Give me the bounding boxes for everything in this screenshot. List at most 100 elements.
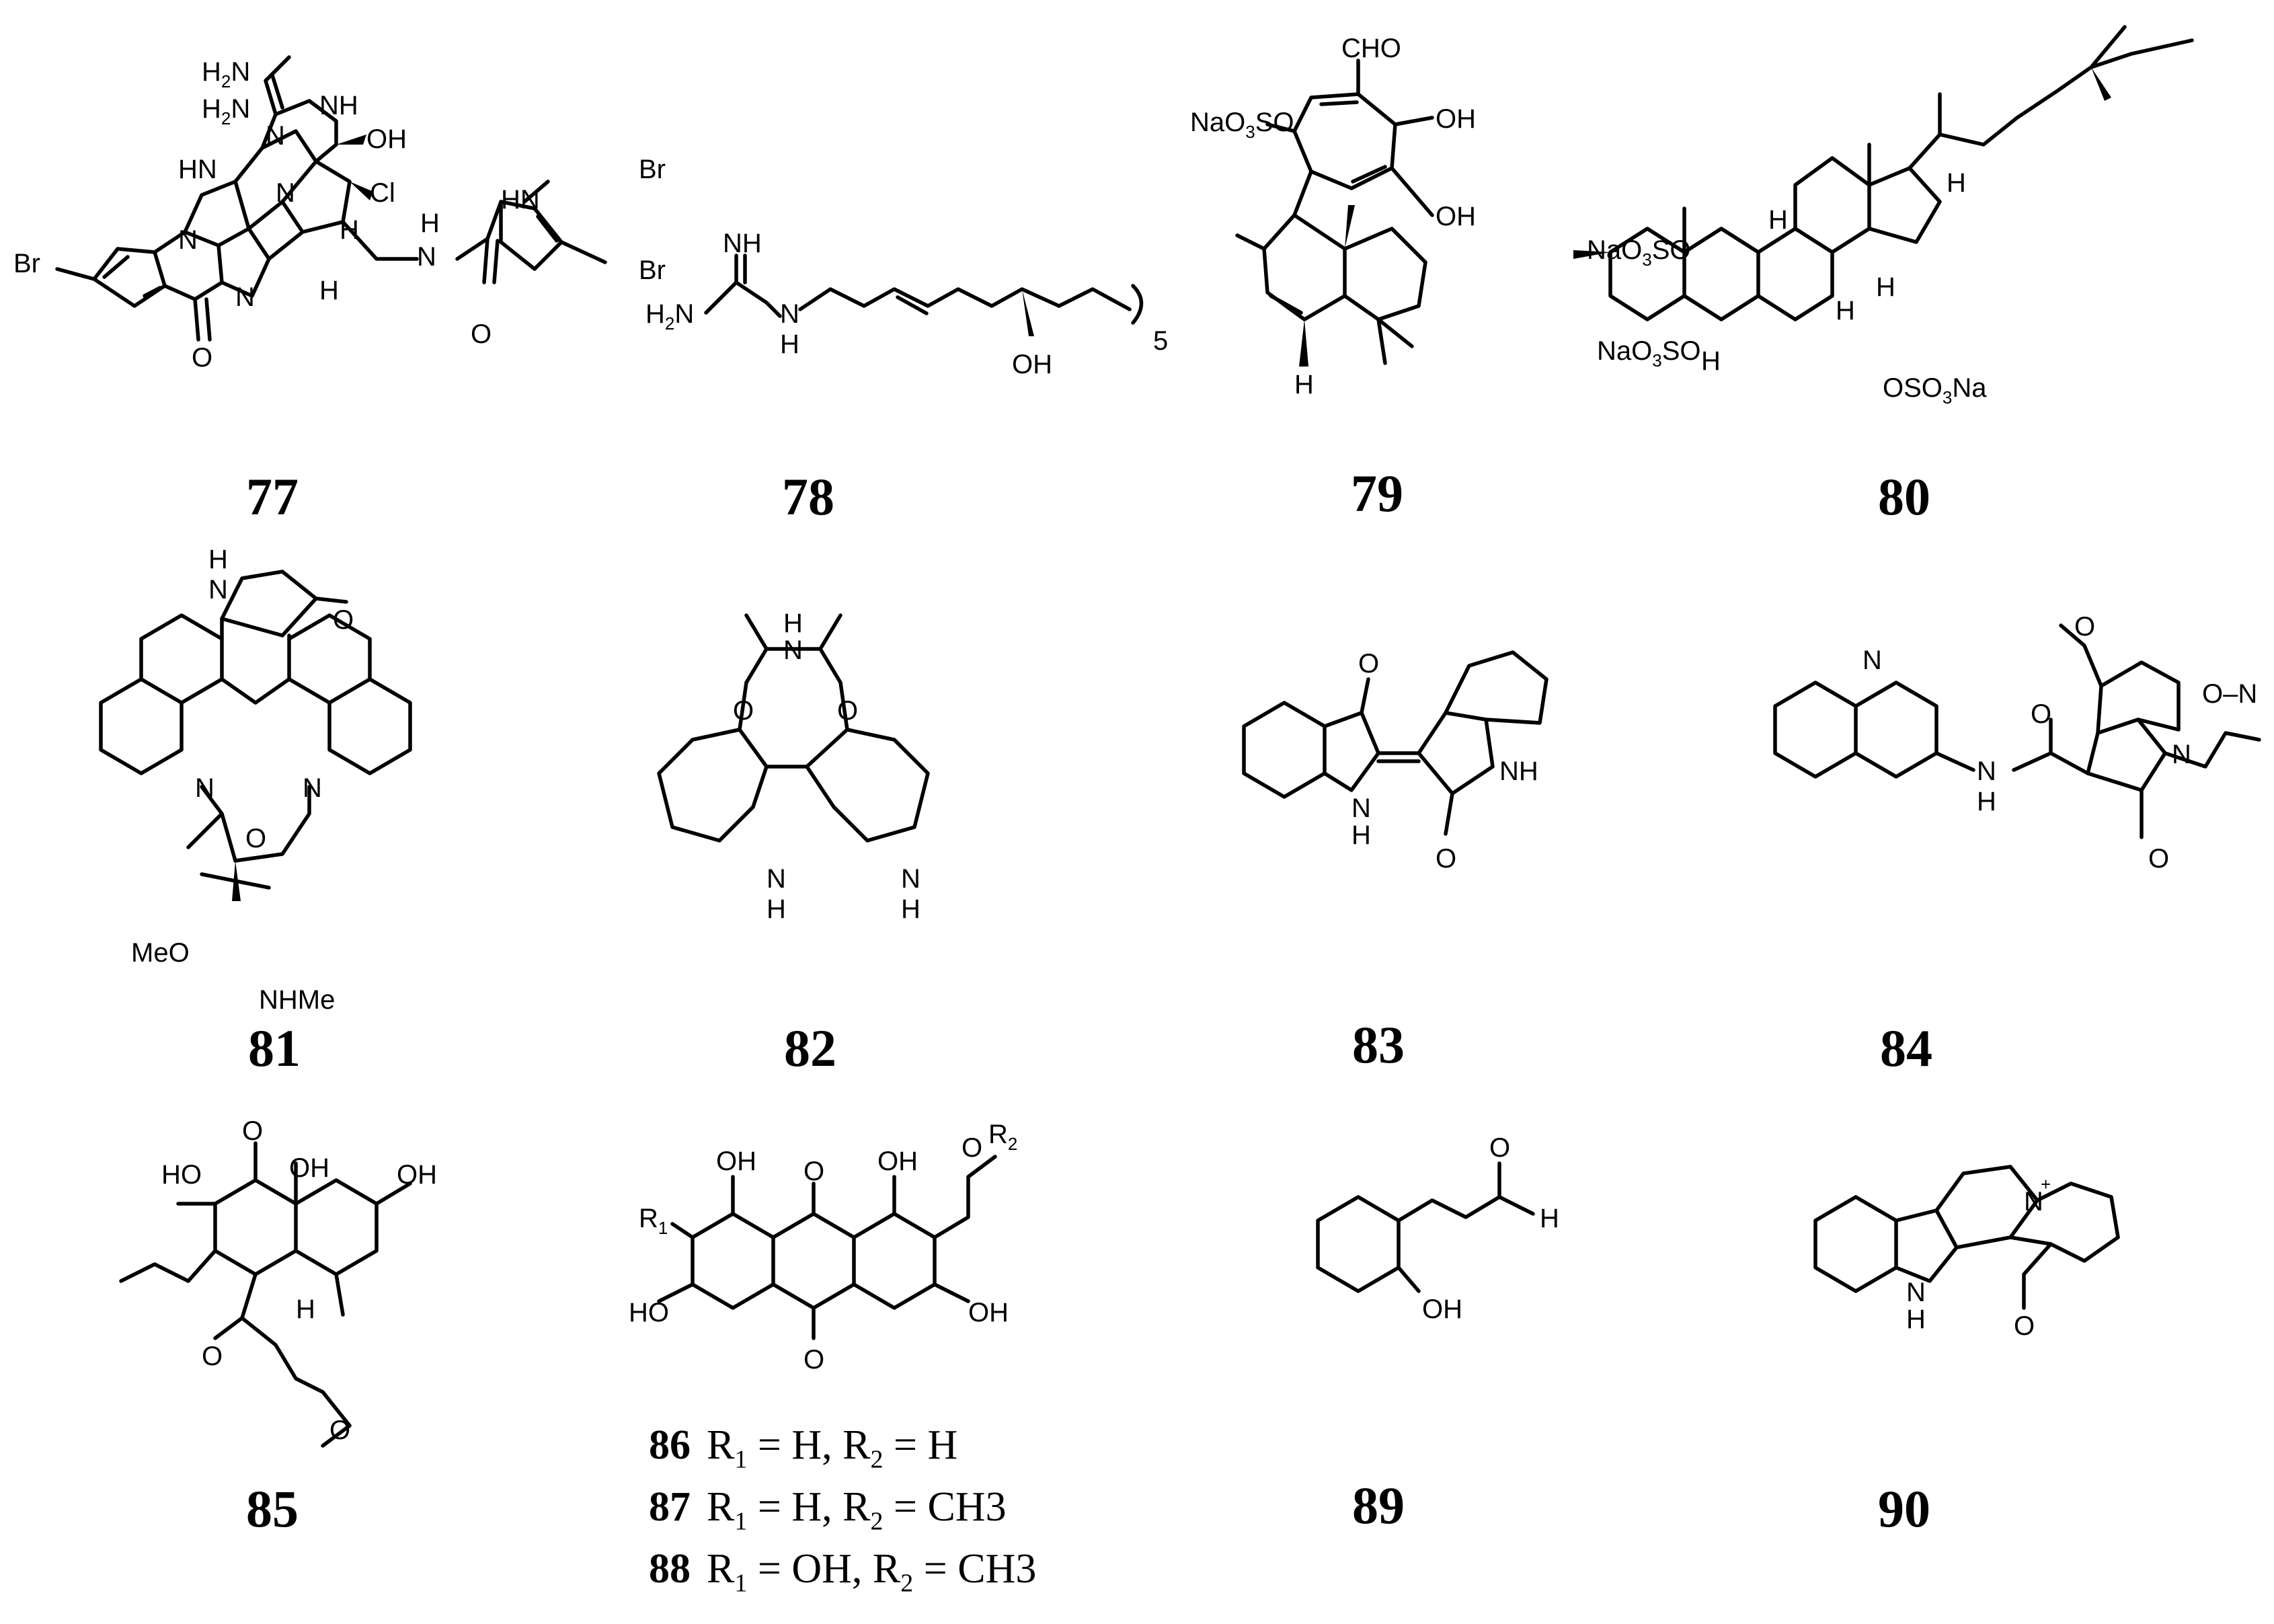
svg-text:N: N [195, 773, 214, 803]
svg-text:+: + [2041, 1174, 2051, 1194]
svg-text:OH: OH [716, 1147, 756, 1176]
compound-label-83: 83 [1352, 1015, 1405, 1074]
svg-text:N: N [901, 864, 920, 894]
svg-text:CHO: CHO [1341, 34, 1401, 63]
svg-text:Br: Br [13, 249, 40, 278]
svg-text:R2: R2 [988, 1120, 1017, 1154]
structure-89: O H OH [1316, 1133, 1559, 1324]
compound-label-77: 77 [246, 467, 299, 526]
svg-text:HN: HN [178, 155, 217, 184]
svg-text:NaO3SO: NaO3SO [1597, 336, 1701, 371]
svg-text:O: O [962, 1133, 982, 1163]
compound-label-80: 80 [1878, 467, 1930, 526]
svg-text:O: O [803, 1345, 824, 1375]
svg-text:H: H [1701, 346, 1721, 376]
svg-text:O: O [202, 1342, 223, 1371]
svg-text:N: N [2172, 740, 2191, 769]
structure-82: N H O O N N H H [657, 609, 930, 924]
svg-text:OH: OH [366, 124, 407, 154]
svg-text:H: H [1836, 296, 1855, 325]
svg-text:O: O [837, 696, 858, 726]
structure-90: N + N H O [1813, 1165, 2120, 1341]
svg-text:H: H [767, 894, 786, 924]
svg-text:NaO3SO: NaO3SO [1587, 235, 1691, 270]
svg-text:H: H [901, 894, 920, 924]
compound-label-78: 78 [782, 467, 834, 526]
svg-text:N: N [767, 864, 786, 894]
svg-text:N: N [783, 635, 803, 665]
svg-text:OH: OH [1436, 202, 1476, 231]
svg-text:O: O [2074, 612, 2095, 642]
svg-text:O: O [1489, 1133, 1510, 1163]
svg-text:OH: OH [1436, 104, 1476, 134]
svg-text:N: N [1906, 1278, 1926, 1307]
svg-text:O–N: O–N [2202, 679, 2257, 709]
svg-text:5: 5 [1153, 326, 1168, 356]
svg-text:N: N [235, 282, 255, 312]
svg-text:O: O [2148, 844, 2169, 874]
svg-text:N: N [2024, 1187, 2043, 1216]
svg-text:NHMe: NHMe [259, 985, 335, 1015]
svg-text:O: O [803, 1157, 824, 1186]
svg-text:H: H [1294, 370, 1314, 399]
structure-84: N O O N H N O O–N [1773, 612, 2261, 874]
svg-text:N: N [178, 225, 198, 255]
structure-80: NaO3SO NaO3SO OSO3Na H H H H H [1573, 25, 2194, 408]
svg-text:O: O [245, 824, 266, 853]
compound-label-79: 79 [1351, 464, 1403, 523]
svg-text:N: N [266, 121, 285, 151]
svg-text:OH: OH [968, 1298, 1009, 1327]
svg-text:H: H [783, 609, 803, 638]
svg-text:N: N [1977, 757, 1996, 786]
svg-text:H: H [1906, 1305, 1926, 1334]
svg-text:H: H [1768, 205, 1788, 235]
svg-text:O: O [733, 696, 754, 726]
svg-text:N: N [780, 299, 799, 329]
svg-text:H: H [1977, 787, 1996, 816]
svg-text:N: N [276, 178, 295, 208]
svg-text:H: H [780, 330, 799, 359]
svg-text:O: O [1358, 649, 1379, 679]
svg-text:NH: NH [319, 91, 358, 120]
svg-text:O: O [329, 1416, 350, 1445]
svg-text:H2N: H2N [202, 94, 250, 128]
svg-text:Cl: Cl [370, 178, 395, 208]
structure-77: H2N H2N NH HN N N OH Cl Br N N O H H N H… [13, 55, 666, 373]
svg-text:Br: Br [639, 155, 666, 184]
structure-79: CHO NaO3SO OH OH H [1190, 34, 1476, 399]
svg-text:HO: HO [161, 1160, 202, 1190]
svg-text:H2N: H2N [645, 299, 694, 334]
svg-text:MeO: MeO [131, 938, 190, 968]
svg-text:HO: HO [629, 1298, 669, 1327]
svg-text:NaO3SO: NaO3SO [1190, 108, 1294, 142]
compound-label-84: 84 [1880, 1019, 1932, 1077]
svg-text:H: H [1351, 820, 1371, 850]
svg-text:H: H [1947, 168, 1966, 198]
structure-78: NH H2N N H OH 5 [645, 229, 1168, 379]
svg-text:H: H [340, 215, 359, 245]
svg-text:OH: OH [397, 1160, 437, 1190]
svg-text:N: N [417, 242, 436, 272]
svg-text:O: O [2031, 699, 2051, 729]
structure-86-88: OH O OH O R2 R1 HO O OH [629, 1120, 1017, 1375]
svg-text:H: H [319, 276, 339, 305]
svg-text:O: O [1436, 844, 1456, 874]
svg-text:N: N [303, 773, 322, 803]
compound-label-81: 81 [248, 1019, 301, 1077]
svg-text:R1: R1 [639, 1204, 668, 1238]
svg-text:H: H [1540, 1204, 1559, 1233]
svg-text:N: N [208, 575, 228, 605]
svg-text:N: N [1351, 794, 1371, 823]
svg-text:NH: NH [1499, 757, 1538, 786]
svg-text:NH: NH [723, 229, 762, 258]
svg-text:OH: OH [1422, 1294, 1462, 1324]
svg-text:HN: HN [501, 185, 540, 215]
structure-83: O N H NH O [1242, 649, 1548, 874]
compound-label-85: 85 [246, 1479, 299, 1538]
compound-label-82: 82 [784, 1019, 836, 1077]
svg-text:H: H [296, 1294, 315, 1324]
compound-label-90: 90 [1878, 1479, 1930, 1538]
